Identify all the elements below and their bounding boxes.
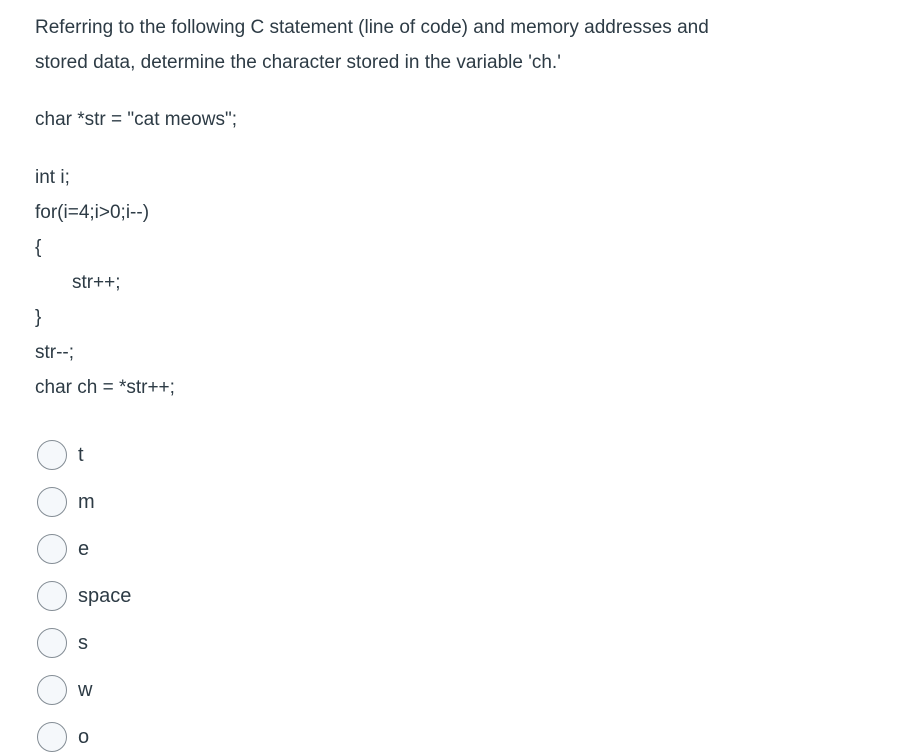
answer-option-t[interactable]: t — [35, 440, 84, 470]
radio-button-icon[interactable] — [37, 581, 67, 611]
code-line: { — [35, 237, 42, 258]
answer-option-space[interactable]: space — [35, 581, 131, 611]
code-line: for(i=4;i>0;i--) — [35, 202, 150, 223]
option-label: m — [78, 491, 95, 513]
code-declaration: char *str = "cat meows"; — [35, 109, 237, 130]
option-label: t — [78, 444, 84, 466]
code-line: str++; — [35, 272, 121, 293]
question-prompt-line: Referring to the following C statement (… — [35, 17, 709, 38]
answer-option-o[interactable]: o — [35, 722, 89, 752]
code-line: int i; — [35, 167, 70, 188]
option-label: w — [78, 679, 93, 701]
option-label: s — [78, 632, 88, 654]
radio-button-icon[interactable] — [37, 440, 67, 470]
question-prompt: Referring to the following C statement (… — [35, 10, 881, 80]
code-line: char ch = *str++; — [35, 377, 175, 398]
radio-button-icon[interactable] — [37, 628, 67, 658]
answer-option-m[interactable]: m — [35, 487, 95, 517]
option-label: o — [78, 726, 90, 748]
answer-option-s[interactable]: s — [35, 628, 88, 658]
option-label: space — [78, 585, 132, 607]
radio-button-icon[interactable] — [37, 534, 67, 564]
answer-options: t m e space s w o — [35, 440, 881, 752]
radio-button-icon[interactable] — [37, 487, 67, 517]
code-line: str--; — [35, 342, 75, 363]
code-block: int i; for(i=4;i>0;i--) { str++; } str--… — [35, 160, 881, 405]
code-line: } — [35, 307, 42, 328]
question-prompt-line: stored data, determine the character sto… — [35, 52, 561, 73]
radio-button-icon[interactable] — [37, 722, 67, 752]
radio-button-icon[interactable] — [37, 675, 67, 705]
answer-option-w[interactable]: w — [35, 675, 92, 705]
option-label: e — [78, 538, 90, 560]
answer-option-e[interactable]: e — [35, 534, 89, 564]
